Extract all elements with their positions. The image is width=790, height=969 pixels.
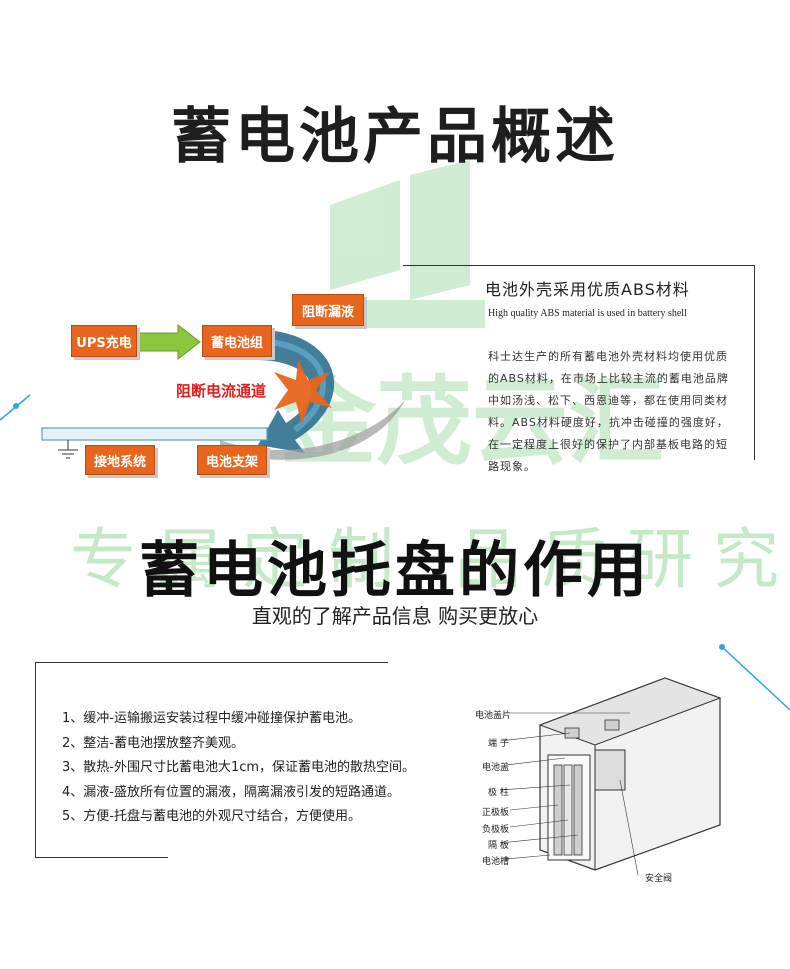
feature-item: 1、缓冲-运输搬运安装过程中缓冲碰撞保护蓄电池。 bbox=[62, 711, 361, 726]
features-bottom-rule bbox=[35, 857, 168, 858]
flow-ground-system-box: 接地系统 bbox=[85, 445, 155, 475]
features-left-rule bbox=[35, 662, 36, 858]
flow-block-current-label: 阻断电流通道 bbox=[176, 382, 267, 400]
abs-panel-top-rule bbox=[403, 265, 755, 266]
flow-battery-group-box: 蓄电池组 bbox=[202, 325, 272, 357]
abs-title: 电池外壳采用优质ABS材料 bbox=[485, 280, 690, 299]
flow-ups-box: UPS充电 bbox=[71, 325, 137, 357]
label-cover-sheet: 电池盖片 bbox=[475, 711, 512, 721]
abs-body: 科士达生产的所有蓄电池外壳材料均使用优质的ABS材料，在市场上比较主流的蓄电池品… bbox=[488, 350, 729, 473]
flow-battery-rack-box: 电池支架 bbox=[197, 445, 267, 475]
label-terminal: 端 子 bbox=[488, 739, 509, 749]
section-subtitle: 直观的了解产品信息 购买更放心 bbox=[251, 604, 539, 628]
flow-block-leak-box: 阻断漏液 bbox=[292, 294, 364, 326]
label-separator: 隔 板 bbox=[488, 841, 509, 851]
battery-illustration bbox=[499, 677, 722, 876]
abs-panel-right-rule bbox=[754, 265, 755, 460]
feature-item: 4、漏液-盛放所有位置的漏液，隔离漏液引发的短路通道。 bbox=[62, 784, 400, 800]
page-title: 蓄电池产品概述 bbox=[171, 102, 619, 172]
abs-subtitle: High quality ABS material is used in bat… bbox=[488, 308, 687, 319]
flow-diagram-graphics bbox=[41, 323, 405, 460]
label-cover: 电池盖 bbox=[482, 763, 510, 773]
label-tank: 电池槽 bbox=[482, 857, 510, 867]
section-title: 蓄电池托盘的作用 bbox=[139, 536, 651, 606]
label-pole: 极 柱 bbox=[488, 788, 509, 798]
features-top-rule bbox=[35, 662, 388, 663]
feature-item: 5、方便-托盘与蓄电池的外观尺寸结合，方便使用。 bbox=[62, 809, 361, 824]
feature-item: 2、整洁-蓄电池摆放整齐美观。 bbox=[62, 735, 244, 751]
label-positive-plate: 正极板 bbox=[482, 808, 510, 818]
feature-item: 3、散热-外围尺寸比蓄电池大1cm，保证蓄电池的散热空间。 bbox=[62, 760, 416, 775]
label-safety-valve: 安全阀 bbox=[645, 874, 673, 884]
label-negative-plate: 负极板 bbox=[482, 825, 510, 835]
features-list: 1、缓冲-运输搬运安装过程中缓冲碰撞保护蓄电池。 2、整洁-蓄电池摆放整齐美观。… bbox=[62, 707, 415, 830]
